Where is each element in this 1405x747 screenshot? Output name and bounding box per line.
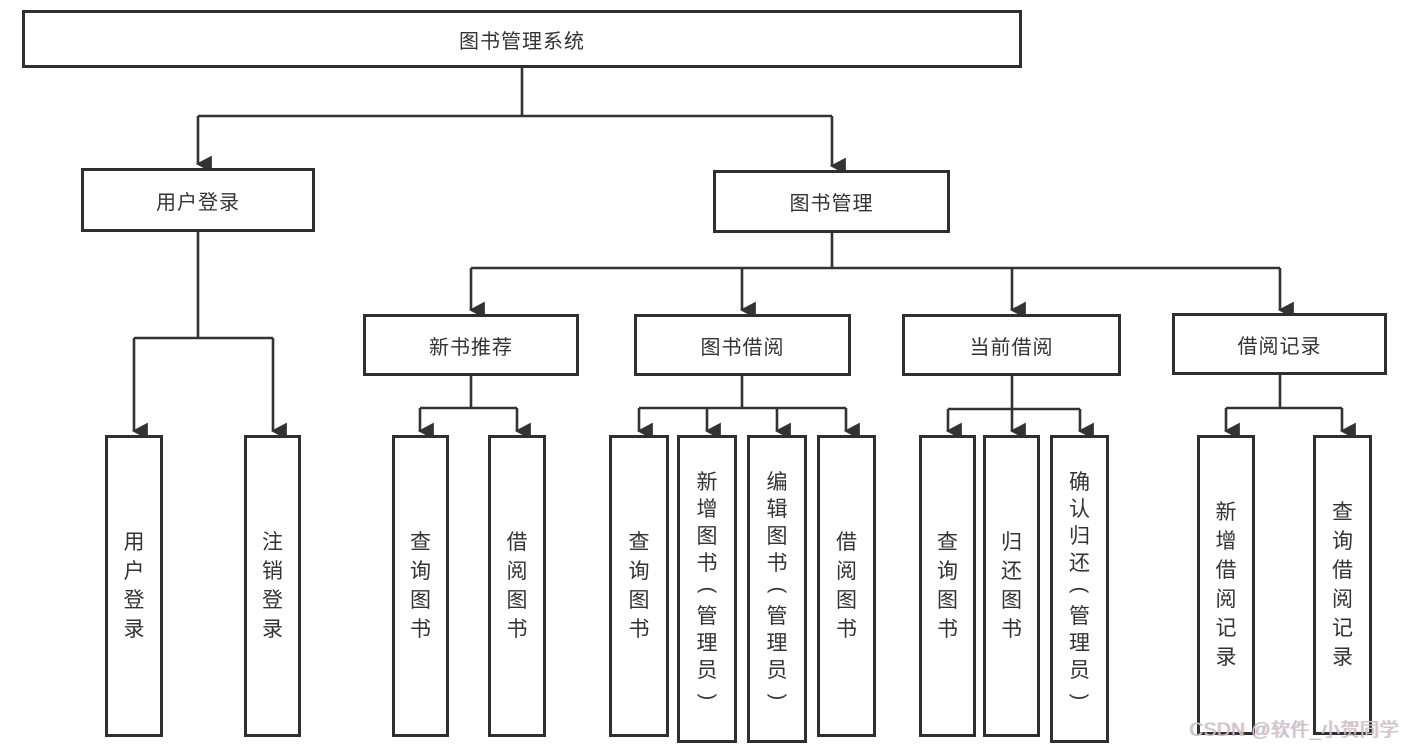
leaf-edit-book-admin: 编辑图书(管理员) — [747, 435, 807, 743]
leaf-query-books-current: 查询图书 — [919, 435, 976, 737]
csdn-watermark: CSDN @软件_小贺同学 — [1189, 720, 1399, 741]
node-current-borrow: 当前借阅 — [902, 314, 1121, 376]
leaf-borrow-books-recommend: 借阅图书 — [488, 435, 546, 737]
leaf-query-books-recommend: 查询图书 — [392, 435, 449, 737]
leaf-borrow-books: 借阅图书 — [817, 435, 876, 737]
leaf-query-books-borrow: 查询图书 — [609, 435, 669, 737]
leaf-return-book: 归还图书 — [983, 435, 1040, 737]
leaf-user-login: 用户登录 — [105, 435, 163, 737]
node-new-book-recommend: 新书推荐 — [363, 314, 579, 376]
node-user-login: 用户登录 — [81, 168, 315, 232]
leaf-query-borrow-record: 查询借阅记录 — [1313, 435, 1372, 735]
leaf-logout: 注销登录 — [244, 435, 301, 737]
leaf-add-borrow-record: 新增借阅记录 — [1197, 435, 1255, 735]
leaf-add-book-admin: 新增图书(管理员) — [677, 435, 737, 743]
node-book-borrow: 图书借阅 — [634, 314, 851, 376]
node-root-system: 图书管理系统 — [22, 10, 1022, 68]
node-book-management: 图书管理 — [713, 170, 950, 233]
leaf-confirm-return-admin: 确认归还(管理员) — [1050, 435, 1109, 743]
node-borrow-records: 借阅记录 — [1172, 313, 1387, 375]
